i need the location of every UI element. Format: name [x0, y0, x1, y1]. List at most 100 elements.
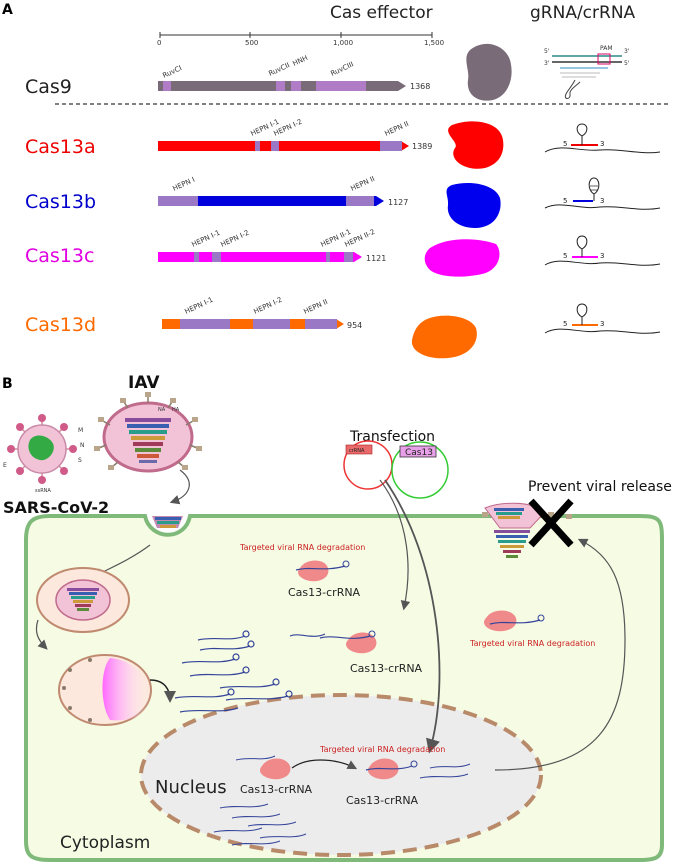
cas13b-domain-label-1: HEPN I [171, 176, 196, 193]
cas9-domain-ruvci [163, 81, 171, 91]
cas9-name: Cas9 [25, 76, 72, 98]
cas13c-domain-label-1: HEPN I-1 [190, 229, 221, 249]
iav-part-na: NA [158, 407, 166, 413]
arrow-nucleus-to-release [494, 538, 626, 771]
cas13c-five: 5 [563, 252, 567, 260]
cas9-guide-icon: PAM 5' 3' 3' 5' [544, 45, 630, 99]
cas13d-three: 3 [600, 320, 604, 328]
cas13c-domain-hepn-i-1 [194, 252, 199, 262]
cas13-crrna-label-top: Cas13-crRNA [288, 586, 361, 599]
header-cas-effector: Cas effector [330, 3, 433, 23]
nucleus [139, 693, 543, 857]
cas13a-three: 3 [600, 140, 604, 148]
cas9-domain-label-ruvciii: RuvCIII [329, 60, 354, 77]
length-ruler: 0 500 1,000 1,500 [157, 32, 444, 47]
cas13a-domain-hepn-i-1 [255, 141, 260, 151]
cas13c-effector-shape [424, 239, 500, 277]
cas9-domain-label-hnh: HNH [291, 54, 309, 68]
cas13a-domain-hepn-ii [380, 141, 402, 151]
cas9-effector-shape [466, 43, 512, 101]
cas13c-domain-hepn-ii-1 [326, 252, 330, 262]
plasmid-crrna: crRNA [343, 440, 393, 490]
cas13b-crrna-icon: 5 3 [544, 177, 661, 210]
cas13-crrna-label-nucleus-left: Cas13-crRNA [240, 783, 313, 796]
cas13-crrna-label-nucleus-right: Cas13-crRNA [346, 794, 419, 807]
cas13b-domain-label-2: HEPN II [349, 175, 375, 193]
sars-part-ssrna: ssRNA [35, 488, 51, 494]
endosome-early [36, 567, 130, 633]
iav-part-ha: HA [172, 407, 180, 413]
endosome-fusion [58, 654, 152, 726]
cas13b-domain-hepn-ii [346, 196, 374, 206]
cas13d-row: Cas13d HEPN I-1 HEPN I-2 HEPN II 954 [25, 296, 477, 359]
cas13a-five: 5 [563, 140, 567, 148]
degradation-label-top: Targeted viral RNA degradation [239, 543, 365, 552]
panel-b-label: B [2, 376, 13, 392]
cas13d-domain-label-3: HEPN II [302, 298, 328, 316]
cas13-complex-right [484, 610, 545, 632]
crrna-icons: 5 3 5 3 5 3 5 3 [544, 123, 661, 334]
cas9-domain-label-ruvcii: RuvCII [267, 61, 290, 78]
arrow-transfection-nucleus [384, 479, 441, 754]
viral-rna-cluster-nucleus [213, 755, 471, 846]
cas13-complex-top [295, 560, 350, 582]
header-grna-crrna: gRNA/crRNA [530, 3, 636, 23]
cas13c-domain-hepn-i-2 [212, 252, 221, 262]
viral-rna-cluster-left [174, 630, 293, 713]
plasmid-cas13-label: Cas13 [405, 448, 433, 458]
sars-part-e: E [3, 462, 7, 469]
cas13a-length: 1389 [412, 142, 432, 151]
ruler-tick-1500: 1,500 [424, 39, 444, 47]
cas9-row: Cas9 RuvCI RuvCII HNH RuvCIII 1368 [25, 43, 512, 101]
cas13d-five: 5 [563, 320, 567, 328]
panel-a-label: A [2, 2, 13, 18]
nucleus-label: Nucleus [155, 777, 227, 798]
cas13d-effector-shape [411, 315, 477, 359]
cas13b-domain-hepn-i [158, 196, 198, 206]
cas13b-name: Cas13b [25, 191, 96, 213]
cas13-complex-nucleus-left [260, 758, 291, 780]
cas13a-effector-shape [448, 121, 504, 169]
cytoplasm-label: Cytoplasm [60, 833, 150, 853]
arrow-release-rna [149, 679, 176, 703]
cas13a-bar [158, 141, 409, 151]
cas9-domain-label-ruvci: RuvCI [161, 64, 183, 80]
ruler-tick-500: 500 [245, 39, 258, 47]
block-x-icon [528, 498, 574, 548]
sars-part-m: M [78, 427, 83, 434]
cas13b-length: 1127 [388, 198, 408, 207]
cas13c-bar [158, 252, 362, 262]
svg-text:3': 3' [624, 48, 630, 55]
arrow-transfection-cytoplasm [379, 479, 411, 611]
arrow-endosome-to-fusion [35, 619, 48, 650]
cas13c-length: 1121 [366, 254, 386, 263]
plasmid-cas13: Cas13 [391, 441, 449, 499]
svg-text:5': 5' [544, 48, 550, 55]
plasmid-crrna-label: crRNA [349, 448, 365, 454]
viral-rna-mid-free [289, 633, 326, 637]
cas13c-crrna-icon: 5 3 [544, 235, 661, 266]
cas13-crrna-label-mid: Cas13-crRNA [350, 662, 423, 675]
svg-text:5': 5' [624, 60, 630, 67]
cas9-length: 1368 [410, 82, 430, 91]
svg-text:3': 3' [544, 60, 550, 67]
endocytosis-pit [152, 516, 183, 528]
degradation-label-nucleus: Targeted viral RNA degradation [319, 745, 445, 754]
cas13-complex-mid [319, 630, 377, 654]
cas13d-domain-hepn-i-2 [253, 319, 290, 329]
cas13a-domain-hepn-i-2 [271, 141, 279, 151]
sars-part-n: N [80, 442, 85, 449]
sars-cov-2-label: SARS-CoV-2 [3, 498, 109, 517]
cas13c-name: Cas13c [25, 245, 94, 267]
cas13a-crrna-icon: 5 3 [544, 123, 661, 154]
prevent-release-label: Prevent viral release [528, 479, 672, 495]
arrow-iav-to-cell [169, 469, 190, 505]
cas13d-domain-hepn-ii [305, 319, 337, 329]
cas13c-row: Cas13c HEPN I-1 HEPN I-2 HEPN II-1 HEPN … [25, 228, 500, 277]
cas13a-row: Cas13a HEPN I-1 HEPN I-2 HEPN II 1389 [25, 118, 504, 169]
pam-label: PAM [600, 45, 613, 52]
cas13d-length: 954 [347, 321, 362, 330]
cas13c-domain-label-2: HEPN I-2 [219, 229, 250, 249]
cas9-domain-ruvcii [276, 81, 285, 91]
